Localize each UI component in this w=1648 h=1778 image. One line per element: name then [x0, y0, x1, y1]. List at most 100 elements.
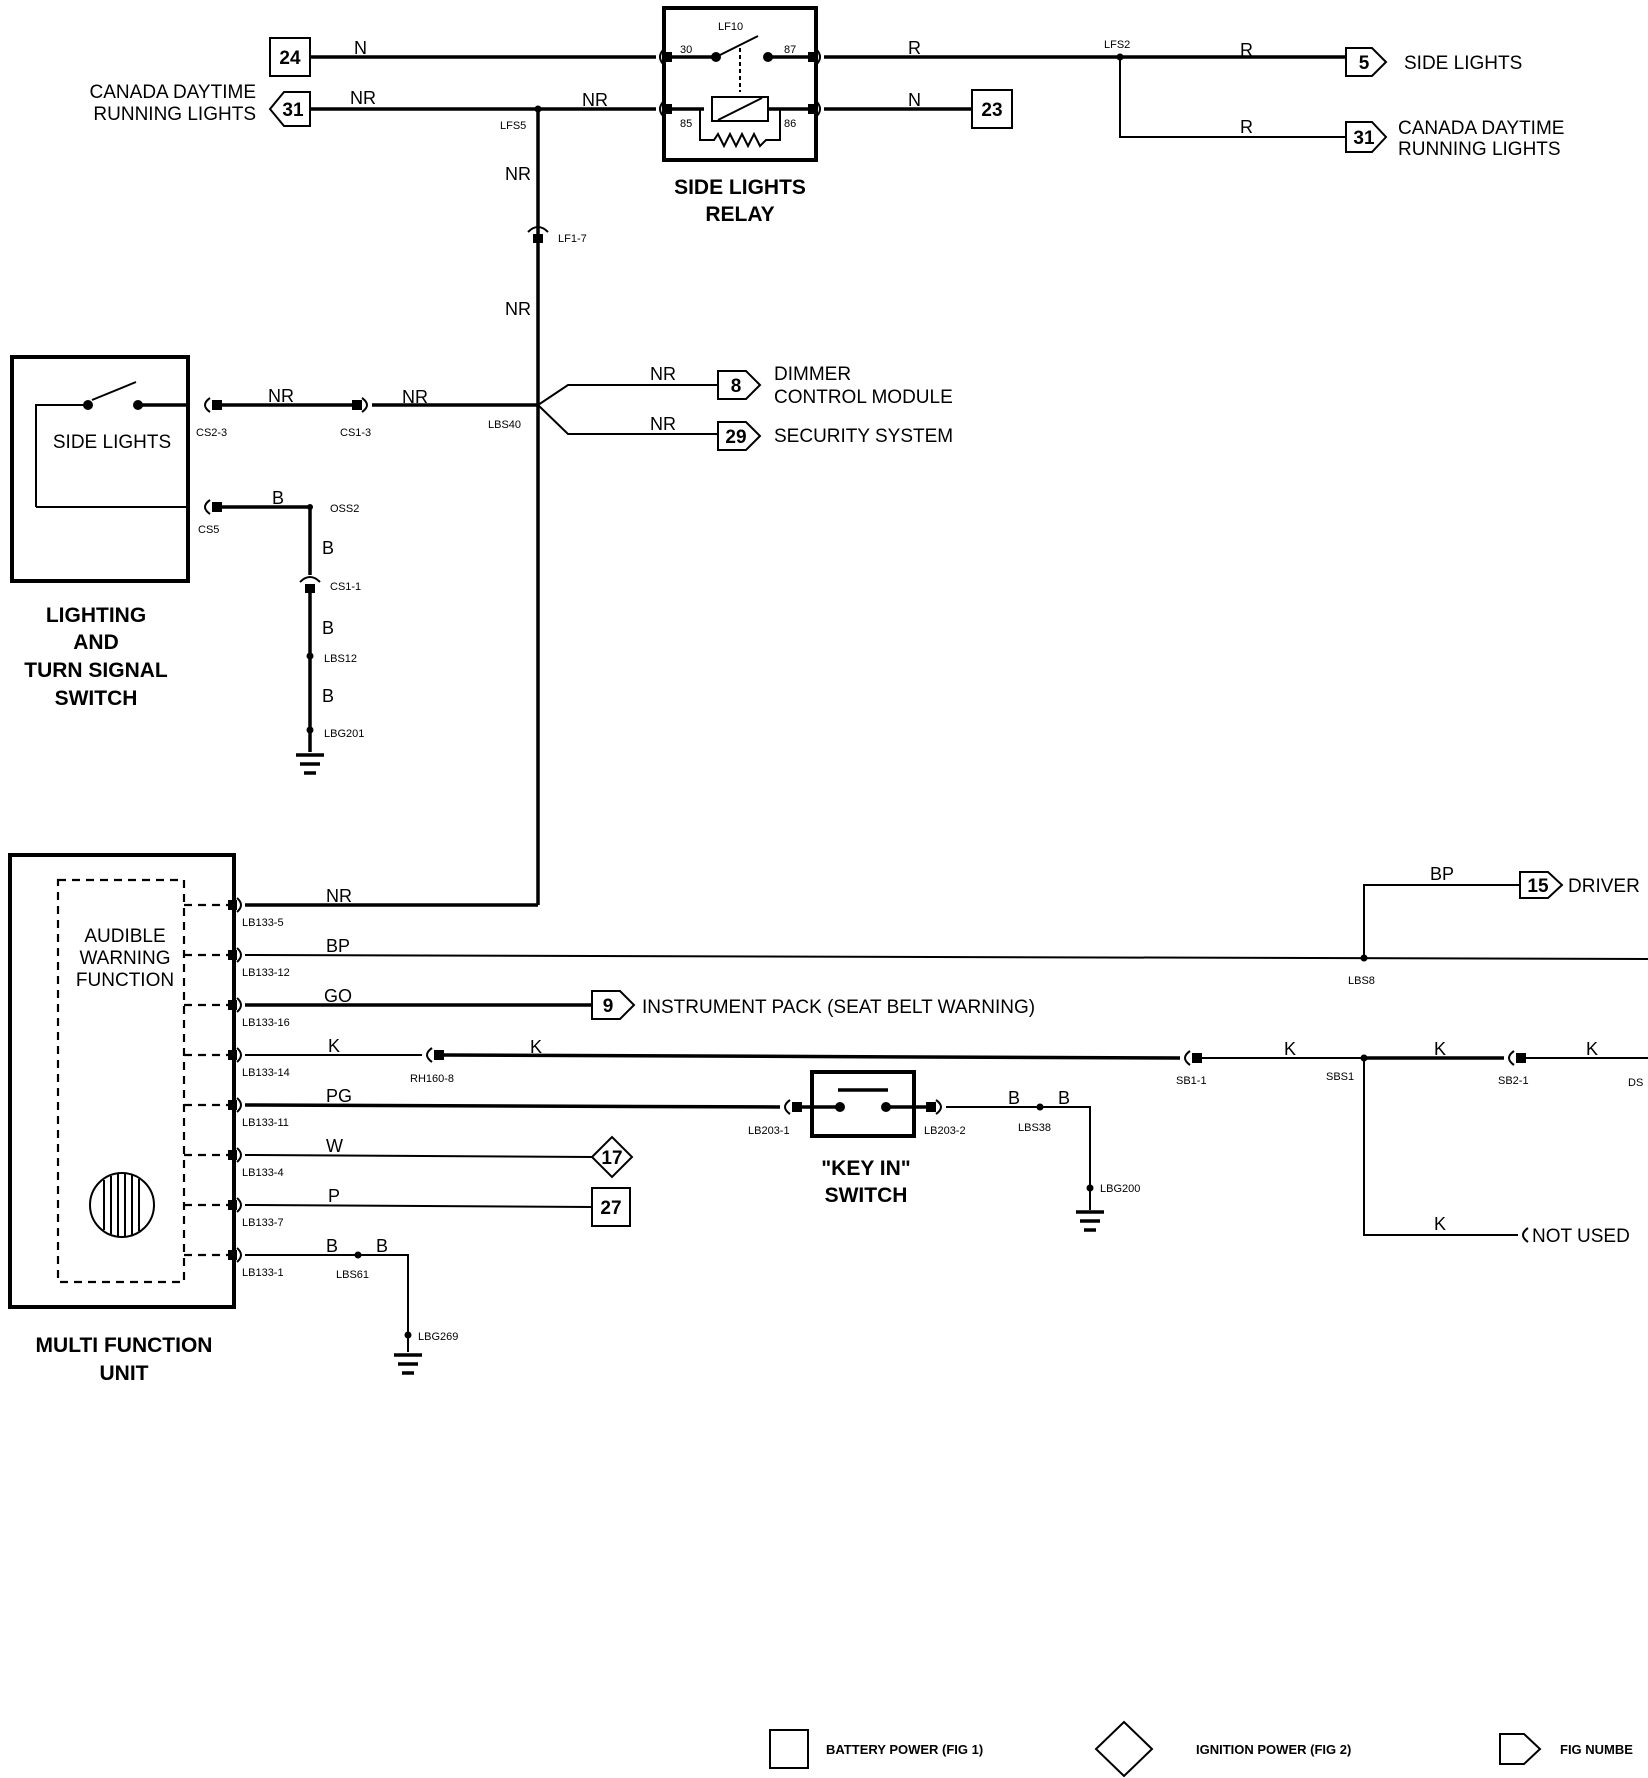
splice-lbs61-label: LBS61: [336, 1269, 369, 1281]
wire-label-r-1: R: [908, 38, 921, 58]
wire-label-nr-sw-2: NR: [402, 387, 428, 407]
lighting-switch-title-1: LIGHTING: [46, 604, 146, 627]
mfu-pin-label-0: LB133-5: [242, 917, 284, 929]
connector-rh160-8-label: RH160-8: [410, 1073, 454, 1085]
input-ref-31-left: 31: [268, 91, 311, 127]
not-used-label: NOT USED: [1532, 1226, 1630, 1247]
wire-b-key-in: [946, 1106, 1091, 1210]
ref-24-label: 24: [279, 48, 301, 69]
wire-label-k-1: K: [328, 1036, 340, 1056]
canada-label-left-1: CANADA DAYTIME: [90, 82, 256, 103]
mfu-pin-label-3: LB133-14: [242, 1067, 290, 1079]
wire-label-nr-v1: NR: [505, 164, 531, 184]
splice-lfs5-label: LFS5: [500, 120, 526, 132]
ignition-power-icon: [1094, 1720, 1154, 1778]
wire-label-b-sw-2: B: [322, 538, 334, 558]
wire-label-w: W: [326, 1136, 343, 1156]
wire-label-bp-1: BP: [326, 936, 350, 956]
canada-label-right-2: RUNNING LIGHTS: [1398, 139, 1561, 160]
connector-cs2-3: [204, 397, 211, 413]
lighting-switch: SIDE LIGHTS LIGHTING AND TURN SIGNAL SWI…: [10, 355, 190, 710]
output-ref-23: 23: [971, 89, 1013, 129]
mfu-inner-label-3: FUNCTION: [76, 970, 174, 991]
wire-label-b-sw-3: B: [322, 618, 334, 638]
multi-function-unit: AUDIBLE WARNING FUNCTION MULTI FUNCTION …: [8, 853, 236, 1385]
dimmer-label-1: DIMMER: [774, 364, 851, 385]
wire-b-mfu-ground: [245, 1254, 409, 1352]
legend-fig-number-label: FIG NUMBE: [1560, 1742, 1633, 1757]
wire-label-b-key-1: B: [1008, 1088, 1020, 1108]
input-ref-24: 24: [269, 37, 311, 77]
ref-23-label: 23: [981, 100, 1002, 121]
ds-label: DS: [1628, 1077, 1643, 1089]
legend: BATTERY POWER (FIG 1) IGNITION POWER (FI…: [769, 1720, 1633, 1778]
connector-lf1-7-label: LF1-7: [558, 233, 587, 245]
relay-pin-30: 30: [680, 44, 692, 56]
connector-cs1-1-label: CS1-1: [330, 581, 361, 593]
ref-8-label: 8: [731, 376, 742, 397]
mfu-pin-label-7: LB133-1: [242, 1267, 284, 1279]
wire-bp: [244, 954, 1648, 960]
ground-lbg200-icon: [1076, 1210, 1104, 1232]
wire-label-pg: PG: [326, 1086, 352, 1106]
wire-label-k-6: K: [1434, 1214, 1446, 1234]
instrument-pack-label: INSTRUMENT PACK (SEAT BELT WARNING): [642, 997, 1035, 1018]
mfu-pin-label-6: LB133-7: [242, 1217, 284, 1229]
connector-lb203-1-label: LB203-1: [748, 1125, 790, 1137]
ref-5-label: 5: [1359, 53, 1370, 74]
key-in-title-2: SWITCH: [825, 1184, 908, 1207]
connector-cs1-1: [299, 576, 321, 583]
connector-lb203-2-label: LB203-2: [924, 1125, 966, 1137]
splice-oss2-label: OSS2: [330, 503, 359, 515]
relay-pin-85: 85: [680, 118, 692, 130]
ref-27-label: 27: [600, 1198, 621, 1219]
battery-power-icon: [769, 1729, 809, 1769]
relay-title: SIDE LIGHTS: [674, 176, 806, 199]
wire-bp-driver: [1363, 884, 1520, 958]
mfu-inner-label-1: AUDIBLE: [84, 926, 165, 947]
output-ref-27: 27: [591, 1187, 631, 1227]
relay-subtitle: RELAY: [705, 203, 774, 226]
connector-rh160-8: [426, 1047, 433, 1063]
ref-9-label: 9: [603, 996, 614, 1017]
splice-lbs40-label: LBS40: [488, 419, 521, 431]
ref-15-label: 15: [1527, 876, 1549, 897]
mfu-pin-label-4: LB133-11: [242, 1117, 289, 1129]
mfu-pin-label-1: LB133-12: [242, 967, 290, 979]
connector-cs5: [204, 499, 211, 515]
output-ref-15: 15: [1519, 871, 1564, 899]
wire-w: [244, 1154, 593, 1158]
ref-29-label: 29: [725, 427, 746, 448]
ground-lbg269-icon: [394, 1353, 422, 1375]
ref-31-left-label: 31: [282, 100, 304, 121]
ground-lbg201-icon: [296, 753, 324, 775]
wire-label-nr-dimmer: NR: [650, 364, 676, 384]
splice-lbs12-label: LBS12: [324, 653, 357, 665]
connector-sb2-1-label: SB2-1: [1498, 1075, 1529, 1087]
driver-label: DRIVER: [1568, 876, 1640, 897]
mfu-title-1: MULTI FUNCTION: [36, 1334, 213, 1357]
connector-sb2-1: [1508, 1050, 1515, 1066]
wire-label-n-2: N: [908, 90, 921, 110]
splice-lfs2-label: LFS2: [1104, 39, 1130, 51]
wire-label-n-top: N: [354, 38, 367, 58]
wire-label-nr-top-left: NR: [350, 88, 376, 108]
wire-label-p: P: [328, 1186, 340, 1206]
connector-cs2-3-label: CS2-3: [196, 427, 227, 439]
lighting-switch-title-3: TURN SIGNAL: [24, 659, 168, 682]
connector-cs5-label: CS5: [198, 524, 219, 536]
side-lights-output-label: SIDE LIGHTS: [1404, 53, 1522, 74]
wire-p: [244, 1204, 593, 1208]
key-in-switch: "KEY IN" SWITCH: [802, 1070, 926, 1207]
connector-lf1-7: LF1-7: [527, 226, 587, 245]
wire-label-nr-security: NR: [650, 414, 676, 434]
relay-connector-label: LF10: [718, 21, 743, 33]
fig-number-icon: [1499, 1733, 1542, 1765]
wire-label-r-3: R: [1240, 117, 1253, 137]
wire-b-switch: [222, 505, 312, 575]
wire-k-not-used: [1363, 1058, 1518, 1236]
mfu-title-2: UNIT: [100, 1362, 149, 1385]
wire-k-2: [443, 1053, 1181, 1060]
wire-r-canada: [1119, 57, 1346, 138]
branch-ref-8: 8: [717, 370, 762, 400]
